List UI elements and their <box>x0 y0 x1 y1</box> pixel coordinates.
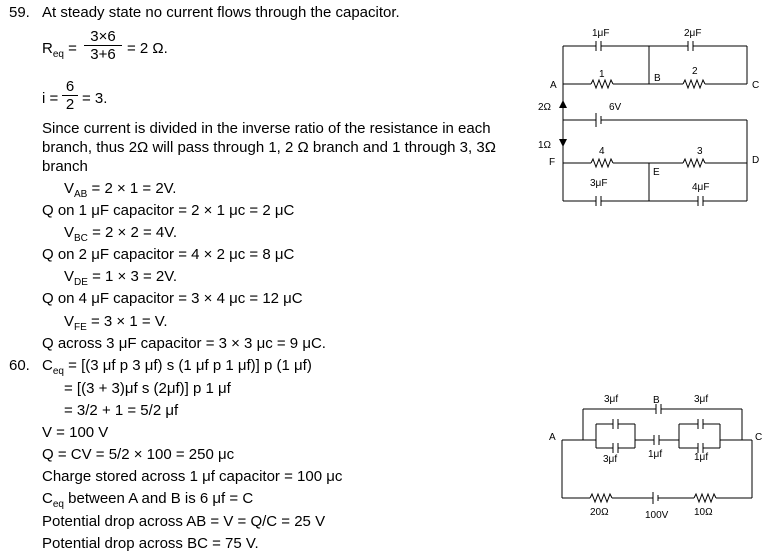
i-result: = 3. <box>82 90 108 107</box>
node-a2: A <box>549 432 556 443</box>
node-f: F <box>549 157 555 168</box>
q1-line: Q on 1 μF capacitor = 2 × 1 μc = 2 μC <box>42 202 295 219</box>
label-1uf: 1μF <box>592 28 609 39</box>
label-3uf: 3μF <box>590 178 607 189</box>
vde-line: VDE = 1 × 3 = 2V. <box>64 268 178 288</box>
arrow-up-icon <box>559 100 567 108</box>
circuit-diagram-1: 1μF 2μF 1 2 A B C 2Ω 6V 1Ω 4 3 F D E 3μF… <box>538 28 759 206</box>
q3-line: Q on 4 μF capacitor = 3 × 4 μc = 12 μC <box>42 290 303 307</box>
i-fraction: 6 2 <box>62 78 78 113</box>
i-numerator: 6 <box>65 78 75 95</box>
req-label: Req = <box>42 40 77 60</box>
circuit-diagram-2: 3μf B 3μf A C 3μf 1μf 1μf 20Ω 100V 10Ω <box>549 394 762 521</box>
label-10ohm: 10Ω <box>694 507 713 518</box>
charge-q-line: Q = CV = 5/2 × 100 = 250 μc <box>42 446 235 463</box>
label-r2: 2 <box>692 66 698 77</box>
vbc-line: VBC = 2 × 2 = 4V. <box>64 224 178 244</box>
node-b: B <box>654 73 661 84</box>
label-2ohm: 2Ω <box>538 102 552 113</box>
node-b2: B <box>653 395 660 406</box>
node-c2: C <box>755 432 762 443</box>
label-3uf-top-left: 3μf <box>604 394 618 405</box>
ceq-step-2: = [(3 + 3)μf s (2μf)] p 1 μf <box>64 380 231 397</box>
label-1uf-right: 1μf <box>694 452 708 463</box>
label-r4: 4 <box>599 146 605 157</box>
label-100v: 100V <box>645 510 669 521</box>
label-6v: 6V <box>609 102 622 113</box>
para-line-1: Since current is divided in the inverse … <box>42 120 491 137</box>
label-3uf-top-right: 3μf <box>694 394 708 405</box>
node-c: C <box>752 80 759 91</box>
q59-title: At steady state no current flows through… <box>42 4 400 21</box>
pd-bc-line: Potential drop across BC = 75 V. <box>42 535 259 552</box>
pd-ab-line: Potential drop across AB = V = Q/C = 25 … <box>42 513 326 530</box>
q4-line: Q across 3 μF capacitor = 3 × 3 μc = 9 μ… <box>42 335 326 352</box>
node-d: D <box>752 155 759 166</box>
label-3uf-bottom-left: 3μf <box>603 454 617 465</box>
para-line-2: branch, thus 2Ω will pass through 1, 2 Ω… <box>42 139 496 156</box>
para-line-3: branch <box>42 158 88 175</box>
node-e: E <box>653 167 660 178</box>
vfe-line: VFE = 3 × 1 = V. <box>64 313 168 333</box>
node-a: A <box>550 80 557 91</box>
label-1uf-middle: 1μf <box>648 449 662 460</box>
label-20ohm: 20Ω <box>590 507 609 518</box>
i-denominator: 2 <box>62 95 78 113</box>
ceq-line: Ceq = [(3 μf p 3 μf) s (1 μf p 1 μf)] p … <box>42 357 312 377</box>
label-r1: 1 <box>599 69 605 80</box>
i-label: i = <box>42 90 59 107</box>
label-r3: 3 <box>697 146 703 157</box>
arrow-down-icon <box>559 139 567 147</box>
voltage-line: V = 100 V <box>42 424 109 441</box>
ceq-step-3: = 3/2 + 1 = 5/2 μf <box>64 402 179 419</box>
vab-line: VAB = 2 × 1 = 2V. <box>64 180 177 200</box>
label-1ohm: 1Ω <box>538 140 552 151</box>
label-4uf: 4μF <box>692 182 709 193</box>
q59-number: 59. <box>9 4 30 21</box>
label-2uf: 2μF <box>684 28 701 39</box>
req-numerator: 3×6 <box>90 28 116 45</box>
ceq-ab-line: Ceq between A and B is 6 μf = C <box>42 490 254 510</box>
q60-number: 60. <box>9 357 30 374</box>
req-fraction: 3×6 3+6 <box>84 28 122 63</box>
req-denominator: 3+6 <box>84 45 122 63</box>
q2-line: Q on 2 μF capacitor = 4 × 2 μc = 8 μC <box>42 246 295 263</box>
req-result: = 2 Ω. <box>127 40 168 57</box>
charge-stored-line: Charge stored across 1 μf capacitor = 10… <box>42 468 343 485</box>
